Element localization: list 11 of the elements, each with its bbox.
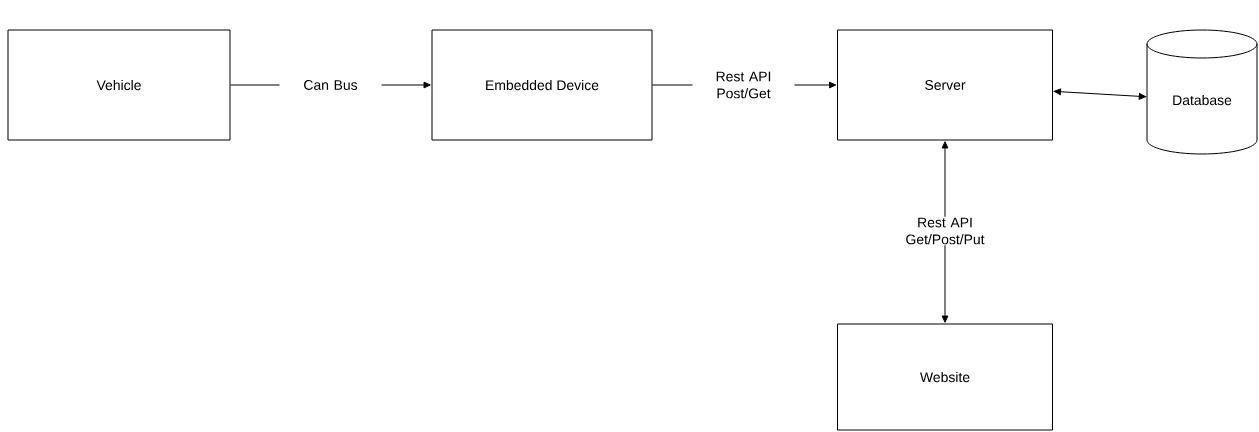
edge-label: Rest API Post/Get [692, 70, 795, 100]
database-cylinder: Database [1146, 29, 1258, 155]
process-box: Vehicle [7, 29, 231, 141]
process-box: Website [837, 323, 1053, 431]
edge-label: Rest API Get/Post/Put [894, 216, 996, 246]
arrow [1053, 88, 1147, 100]
process-box: Embedded Device [431, 29, 653, 141]
edge-label: Can Bus [279, 79, 382, 91]
arrow [941, 141, 949, 323]
process-box: Server [837, 29, 1053, 141]
node-label: Database [1173, 94, 1232, 106]
